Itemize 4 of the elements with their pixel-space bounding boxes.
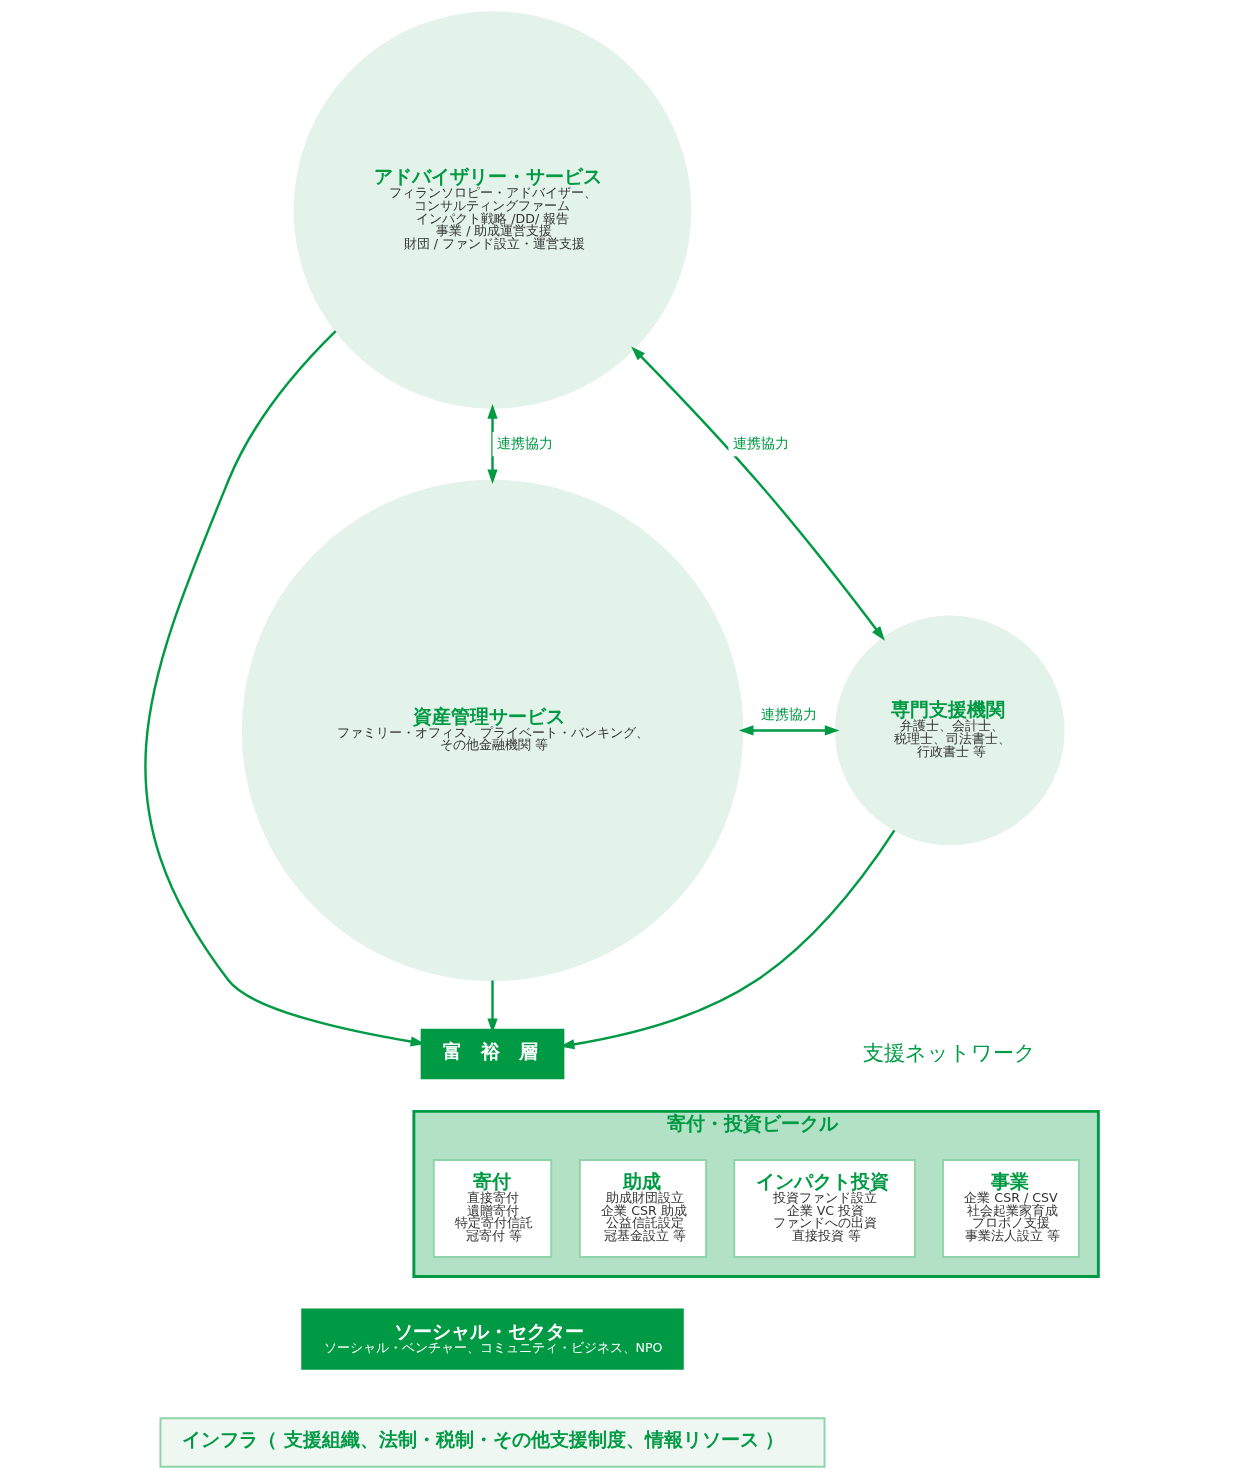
edge-label: 連携協力 xyxy=(733,435,790,452)
edge-label: 連携協力 xyxy=(760,706,817,723)
label: 支援ネットワーク xyxy=(863,1039,1037,1065)
edge-label: 連携協力 xyxy=(497,435,554,452)
